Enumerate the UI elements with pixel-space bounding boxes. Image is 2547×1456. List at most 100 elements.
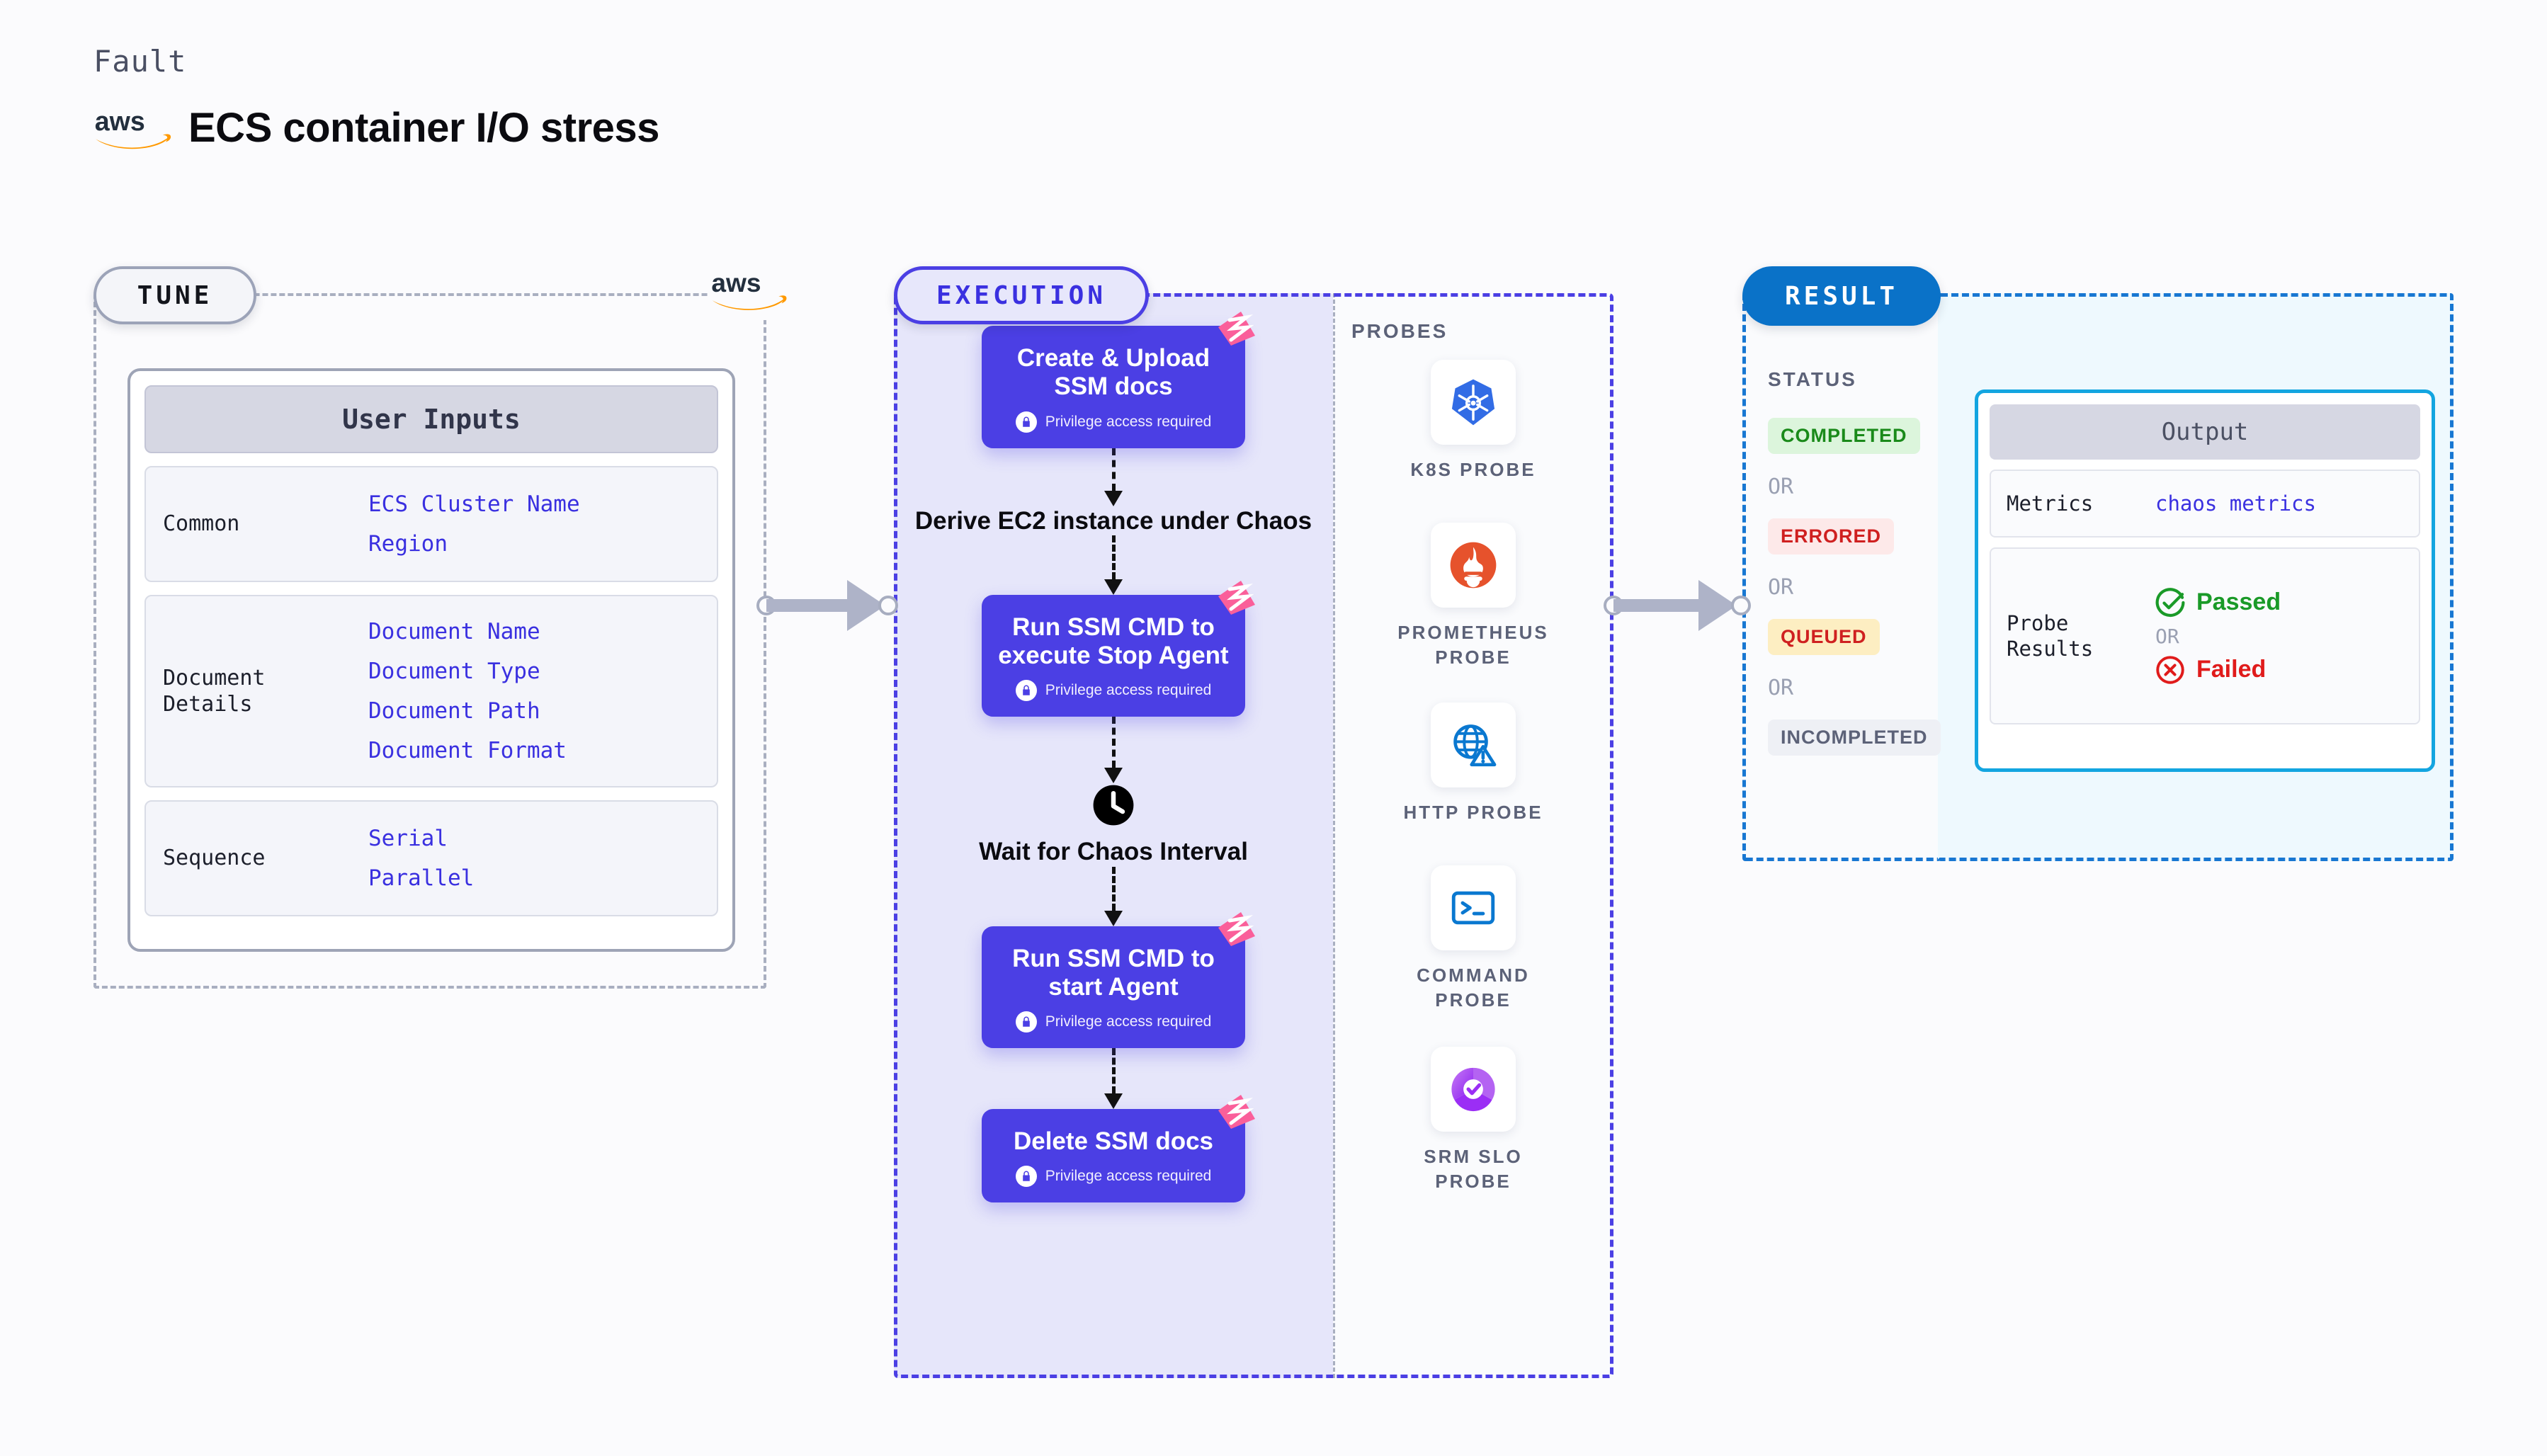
probe-http[interactable]: HTTP PROBE	[1388, 703, 1558, 825]
status-badge-completed: COMPLETED	[1768, 418, 1920, 454]
output-value-metrics[interactable]: chaos metrics	[2155, 491, 2316, 516]
lock-icon	[1015, 411, 1037, 433]
privilege-text: Privilege access required	[1045, 1013, 1212, 1030]
privilege-text: Privilege access required	[1045, 1168, 1212, 1185]
flow-arrow	[1104, 717, 1123, 784]
execution-flow: Create & Upload SSM docs Privilege acces…	[894, 312, 1333, 1203]
input-group-label: Sequence	[163, 846, 266, 871]
input-group-document-details: Document Details Document Name Document …	[144, 595, 718, 787]
privilege-text: Privilege access required	[1045, 682, 1212, 699]
input-group-values: ECS Cluster Name Region	[368, 491, 580, 557]
aws-logo-icon: aws	[95, 106, 171, 149]
check-circle-icon	[2155, 587, 2185, 617]
probes-column	[1333, 293, 1613, 1378]
privilege-notice: Privilege access required	[1015, 1011, 1212, 1033]
probe-result-label: Passed	[2196, 588, 2281, 615]
input-value[interactable]: Serial	[368, 826, 448, 851]
flow-step-title: Derive EC2 instance under Chaos	[914, 506, 1312, 535]
user-inputs-title: User Inputs	[144, 385, 718, 453]
probes-heading: PROBES	[1351, 320, 1448, 342]
srm-slo-icon	[1431, 1047, 1516, 1132]
probe-srm-slo[interactable]: SRM SLO PROBE	[1388, 1047, 1558, 1194]
privilege-text: Privilege access required	[1045, 413, 1212, 430]
user-inputs-card: User Inputs Common ECS Cluster Name Regi…	[127, 368, 735, 952]
input-group-label: Common	[163, 511, 240, 537]
x-circle-icon	[2156, 655, 2184, 684]
svg-text:aws: aws	[95, 106, 145, 135]
fault-kicker: Fault	[93, 44, 187, 79]
probe-k8s[interactable]: K8S PROBE	[1388, 360, 1558, 482]
privilege-notice: Privilege access required	[1015, 411, 1212, 433]
page-title: ECS container I/O stress	[188, 105, 659, 151]
output-key: Metrics	[2007, 491, 2094, 516]
output-card: Output Metrics chaos metrics Probe Resul…	[1975, 389, 2435, 772]
input-group-values: Document Name Document Type Document Pat…	[368, 619, 567, 763]
result-section-pill[interactable]: RESULT	[1742, 266, 1941, 326]
terminal-icon	[1431, 865, 1516, 950]
output-title: Output	[1990, 404, 2420, 460]
flow-arrow	[1104, 448, 1123, 506]
connector-execution-to-result	[1604, 574, 1752, 637]
flow-step-title: Run SSM CMD to execute Stop Agent	[998, 613, 1229, 670]
status-badge-errored: ERRORED	[1768, 518, 1895, 554]
flow-step-run-ssm-start-agent[interactable]: Run SSM CMD to start Agent Privilege acc…	[982, 911, 1255, 1049]
flow-step-create-upload-ssm-docs[interactable]: Create & Upload SSM docs Privilege acces…	[982, 312, 1255, 448]
probe-results-values: Passed OR Failed	[2155, 587, 2281, 685]
input-group-label: Document Details	[163, 665, 266, 717]
aws-logo-icon: aws	[708, 259, 790, 320]
or-separator: OR	[1768, 676, 1794, 700]
input-value[interactable]: Document Type	[368, 659, 540, 684]
flow-step-title: Delete SSM docs	[1013, 1127, 1214, 1156]
prometheus-icon	[1431, 523, 1516, 608]
probe-label: COMMAND PROBE	[1417, 965, 1530, 1011]
input-value[interactable]: Document Format	[368, 738, 567, 763]
title-row: aws ECS container I/O stress	[93, 104, 660, 152]
flow-step-run-ssm-stop-agent[interactable]: Run SSM CMD to execute Stop Agent Privil…	[982, 580, 1255, 717]
or-separator: OR	[2155, 624, 2179, 648]
input-group-common: Common ECS Cluster Name Region	[144, 466, 718, 582]
lock-icon	[1015, 1011, 1037, 1033]
status-badge-queued: QUEUED	[1768, 619, 1880, 655]
output-key: Probe Results	[2007, 610, 2094, 661]
tune-section-boundary	[93, 293, 766, 989]
flow-step-delete-ssm-docs[interactable]: Delete SSM docs Privilege access require…	[982, 1095, 1255, 1203]
or-separator: OR	[1768, 575, 1794, 600]
chaos-fault-badge	[1218, 580, 1255, 615]
input-value[interactable]: Document Name	[368, 619, 540, 644]
clock-icon	[1093, 785, 1134, 826]
flow-arrow	[1104, 866, 1123, 926]
connector-tune-to-execution	[756, 574, 898, 637]
input-value[interactable]: Document Path	[368, 698, 540, 724]
lock-icon	[1015, 680, 1037, 702]
globe-warning-icon	[1431, 703, 1516, 787]
kubernetes-icon	[1431, 360, 1516, 445]
input-value[interactable]: Parallel	[368, 865, 475, 891]
lock-icon	[1015, 1166, 1037, 1188]
output-row-metrics: Metrics chaos metrics	[1990, 470, 2420, 538]
probe-label: SRM SLO PROBE	[1424, 1146, 1523, 1193]
flow-arrow	[1104, 1048, 1123, 1110]
probe-command[interactable]: COMMAND PROBE	[1388, 865, 1558, 1013]
probe-prometheus[interactable]: PROMETHEUS PROBE	[1388, 523, 1558, 670]
privilege-notice: Privilege access required	[1015, 1166, 1212, 1188]
status-heading: STATUS	[1768, 368, 1857, 390]
input-value[interactable]: ECS Cluster Name	[368, 491, 580, 517]
input-group-values: Serial Parallel	[368, 826, 474, 891]
svg-text:aws: aws	[711, 268, 761, 297]
flow-step-derive-ec2-instance: Derive EC2 instance under Chaos	[915, 506, 1312, 535]
flow-step-wait-for-chaos-interval: Wait for Chaos Interval	[979, 783, 1248, 866]
probe-label: PROMETHEUS PROBE	[1397, 622, 1549, 669]
result-status-boundary	[1742, 293, 1941, 861]
probe-result-label: Failed	[2196, 656, 2267, 683]
probe-result-failed: Failed	[2155, 655, 2281, 685]
input-value[interactable]: Region	[368, 531, 448, 557]
flow-step-title: Run SSM CMD to start Agent	[1012, 944, 1215, 1001]
probe-result-passed: Passed	[2155, 587, 2281, 618]
chaos-fault-badge	[1218, 911, 1255, 946]
probe-label: K8S PROBE	[1410, 459, 1536, 480]
flow-step-title: Wait for Chaos Interval	[979, 838, 1248, 866]
execution-section-pill[interactable]: EXECUTION	[894, 266, 1149, 324]
chaos-fault-badge	[1218, 1095, 1255, 1130]
tune-section-pill[interactable]: TUNE	[93, 266, 256, 324]
output-row-probe-results: Probe Results Passed OR Failed	[1990, 547, 2420, 724]
